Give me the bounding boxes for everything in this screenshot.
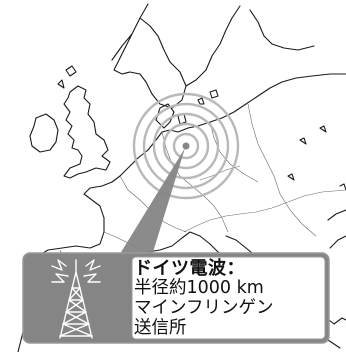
callout-box [22, 252, 330, 344]
info-location: マインフリンゲン [134, 298, 274, 318]
north-sea-baltic-coast [111, 73, 346, 183]
signal-ring-5 [132, 92, 240, 200]
ireland-coast [29, 113, 59, 153]
transmitter-location-marker [182, 142, 190, 150]
scandinavia-coast [111, 3, 187, 109]
small-islands [287, 125, 346, 191]
info-panel [131, 256, 326, 340]
callout-pointer [115, 148, 185, 262]
info-radius: 半径約1000 km [134, 278, 264, 298]
signal-ring-2 [162, 122, 210, 170]
signal-rings [132, 92, 240, 200]
scottish-islands [57, 65, 77, 89]
baltic-islands [197, 89, 219, 105]
signal-ring-3 [152, 112, 220, 180]
finland-coast [249, 9, 315, 51]
radio-transmitter-tower-icon [51, 259, 101, 339]
scandinavia-east-coast [185, 5, 241, 87]
signal-ring-4 [142, 102, 230, 190]
black-sea-coast [327, 209, 346, 249]
transmitter-info: ドイツ電波： 半径約1000 km マインフリンゲン 送信所 [134, 259, 330, 338]
info-title: ドイツ電波： [134, 258, 245, 279]
great-britain-coast [63, 85, 111, 179]
info-facility: 送信所 [134, 318, 187, 338]
signal-ring-1 [172, 132, 200, 160]
